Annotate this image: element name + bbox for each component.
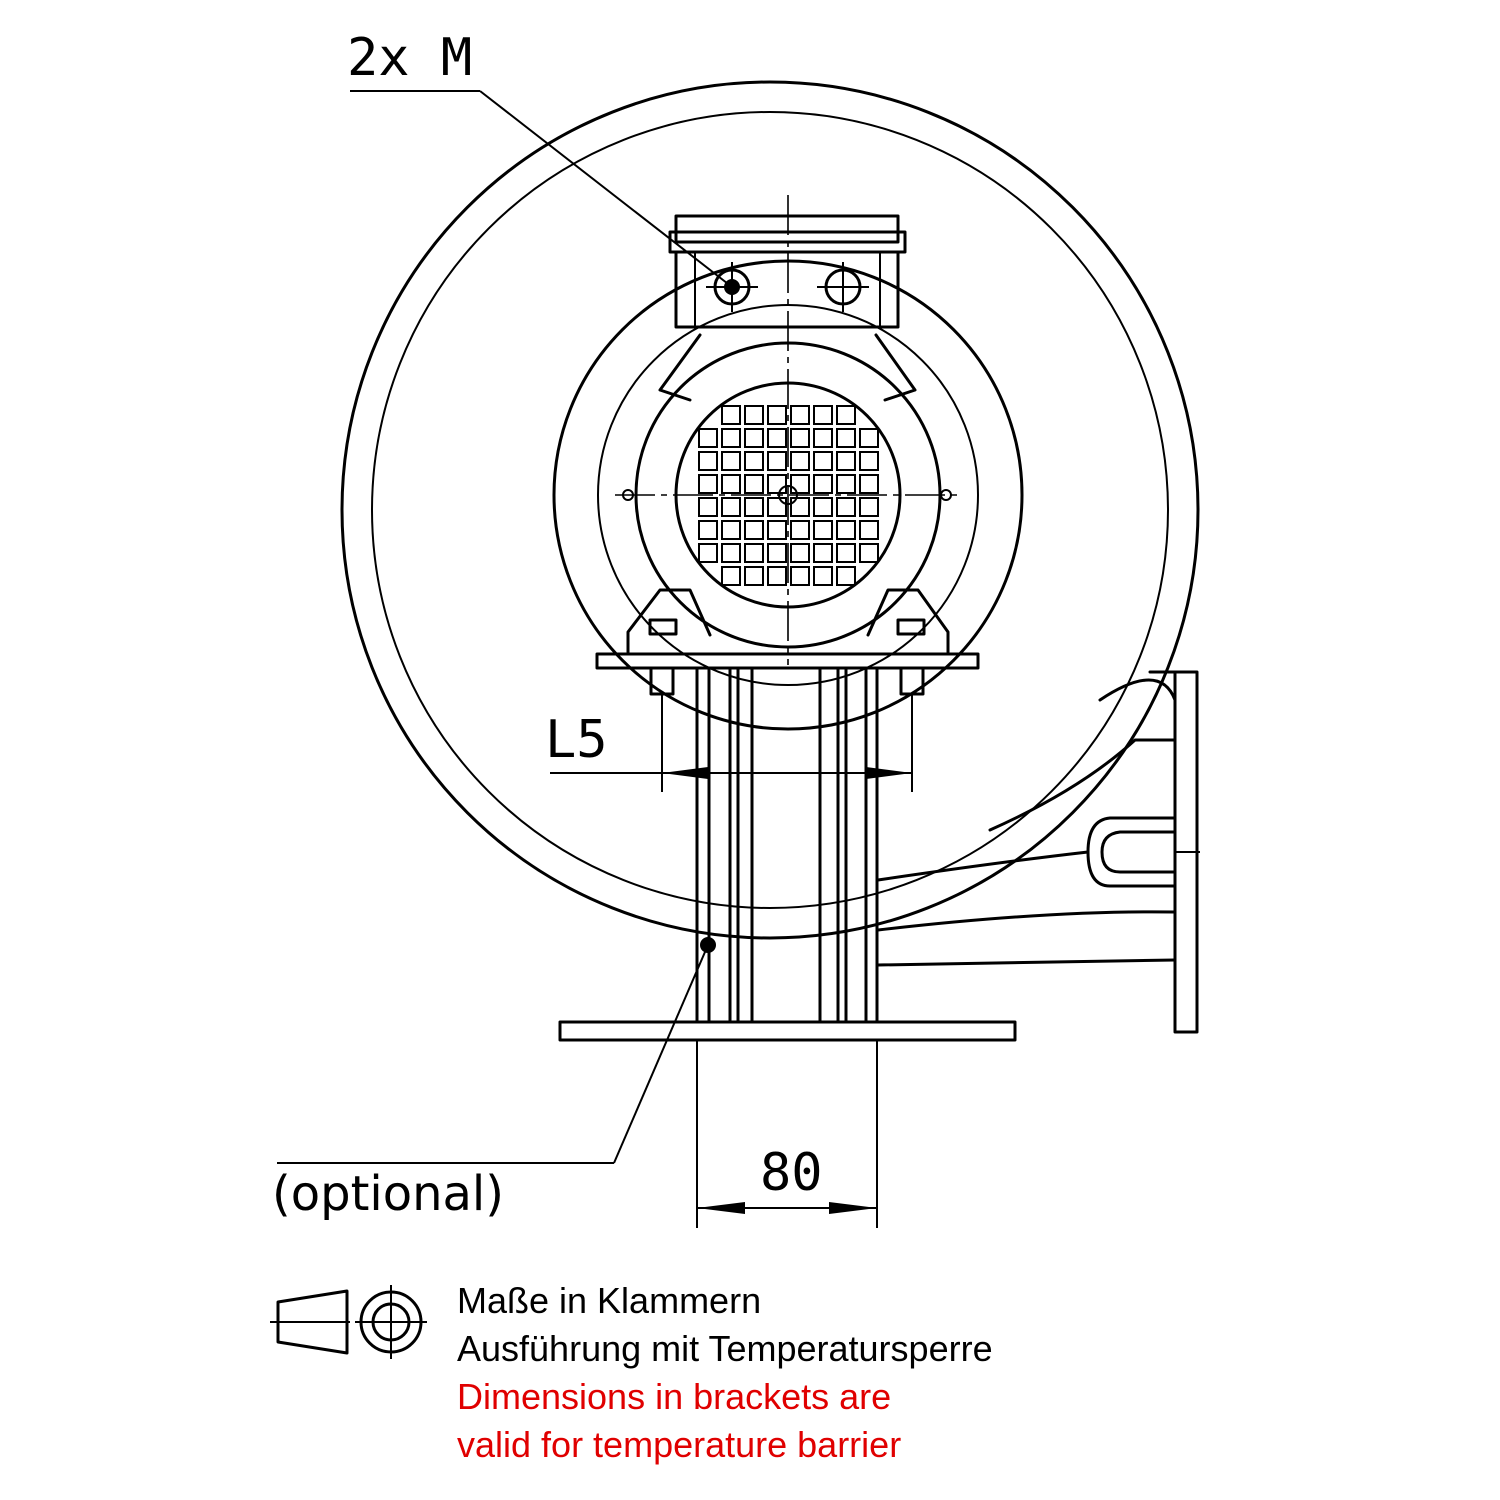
fan-housing	[340, 80, 1200, 1034]
base-plate	[558, 1020, 1017, 1042]
first-angle-projection-icon	[270, 1285, 427, 1359]
motor-mount-plate	[595, 652, 980, 670]
label-mount-holes: 2x M	[347, 28, 472, 88]
leader-mount-holes	[350, 90, 733, 288]
label-optional: (optional)	[272, 1166, 504, 1222]
motor-cooling-grid	[698, 405, 879, 586]
note-en-line1: Dimensions in brackets are	[457, 1376, 892, 1417]
note-en-line2: valid for temperature barrier	[457, 1424, 902, 1465]
label-l5: L5	[545, 710, 608, 770]
note-de-line1: Maße in Klammern	[457, 1280, 762, 1321]
label-80: 80	[760, 1143, 823, 1203]
note-de-line2: Ausführung mit Temperatursperre	[457, 1328, 993, 1369]
leader-optional	[277, 937, 716, 1164]
mount-bolts	[649, 666, 925, 792]
pedestal-column	[695, 666, 879, 1024]
dimension-80	[696, 1040, 878, 1228]
dimension-l5	[550, 767, 912, 779]
